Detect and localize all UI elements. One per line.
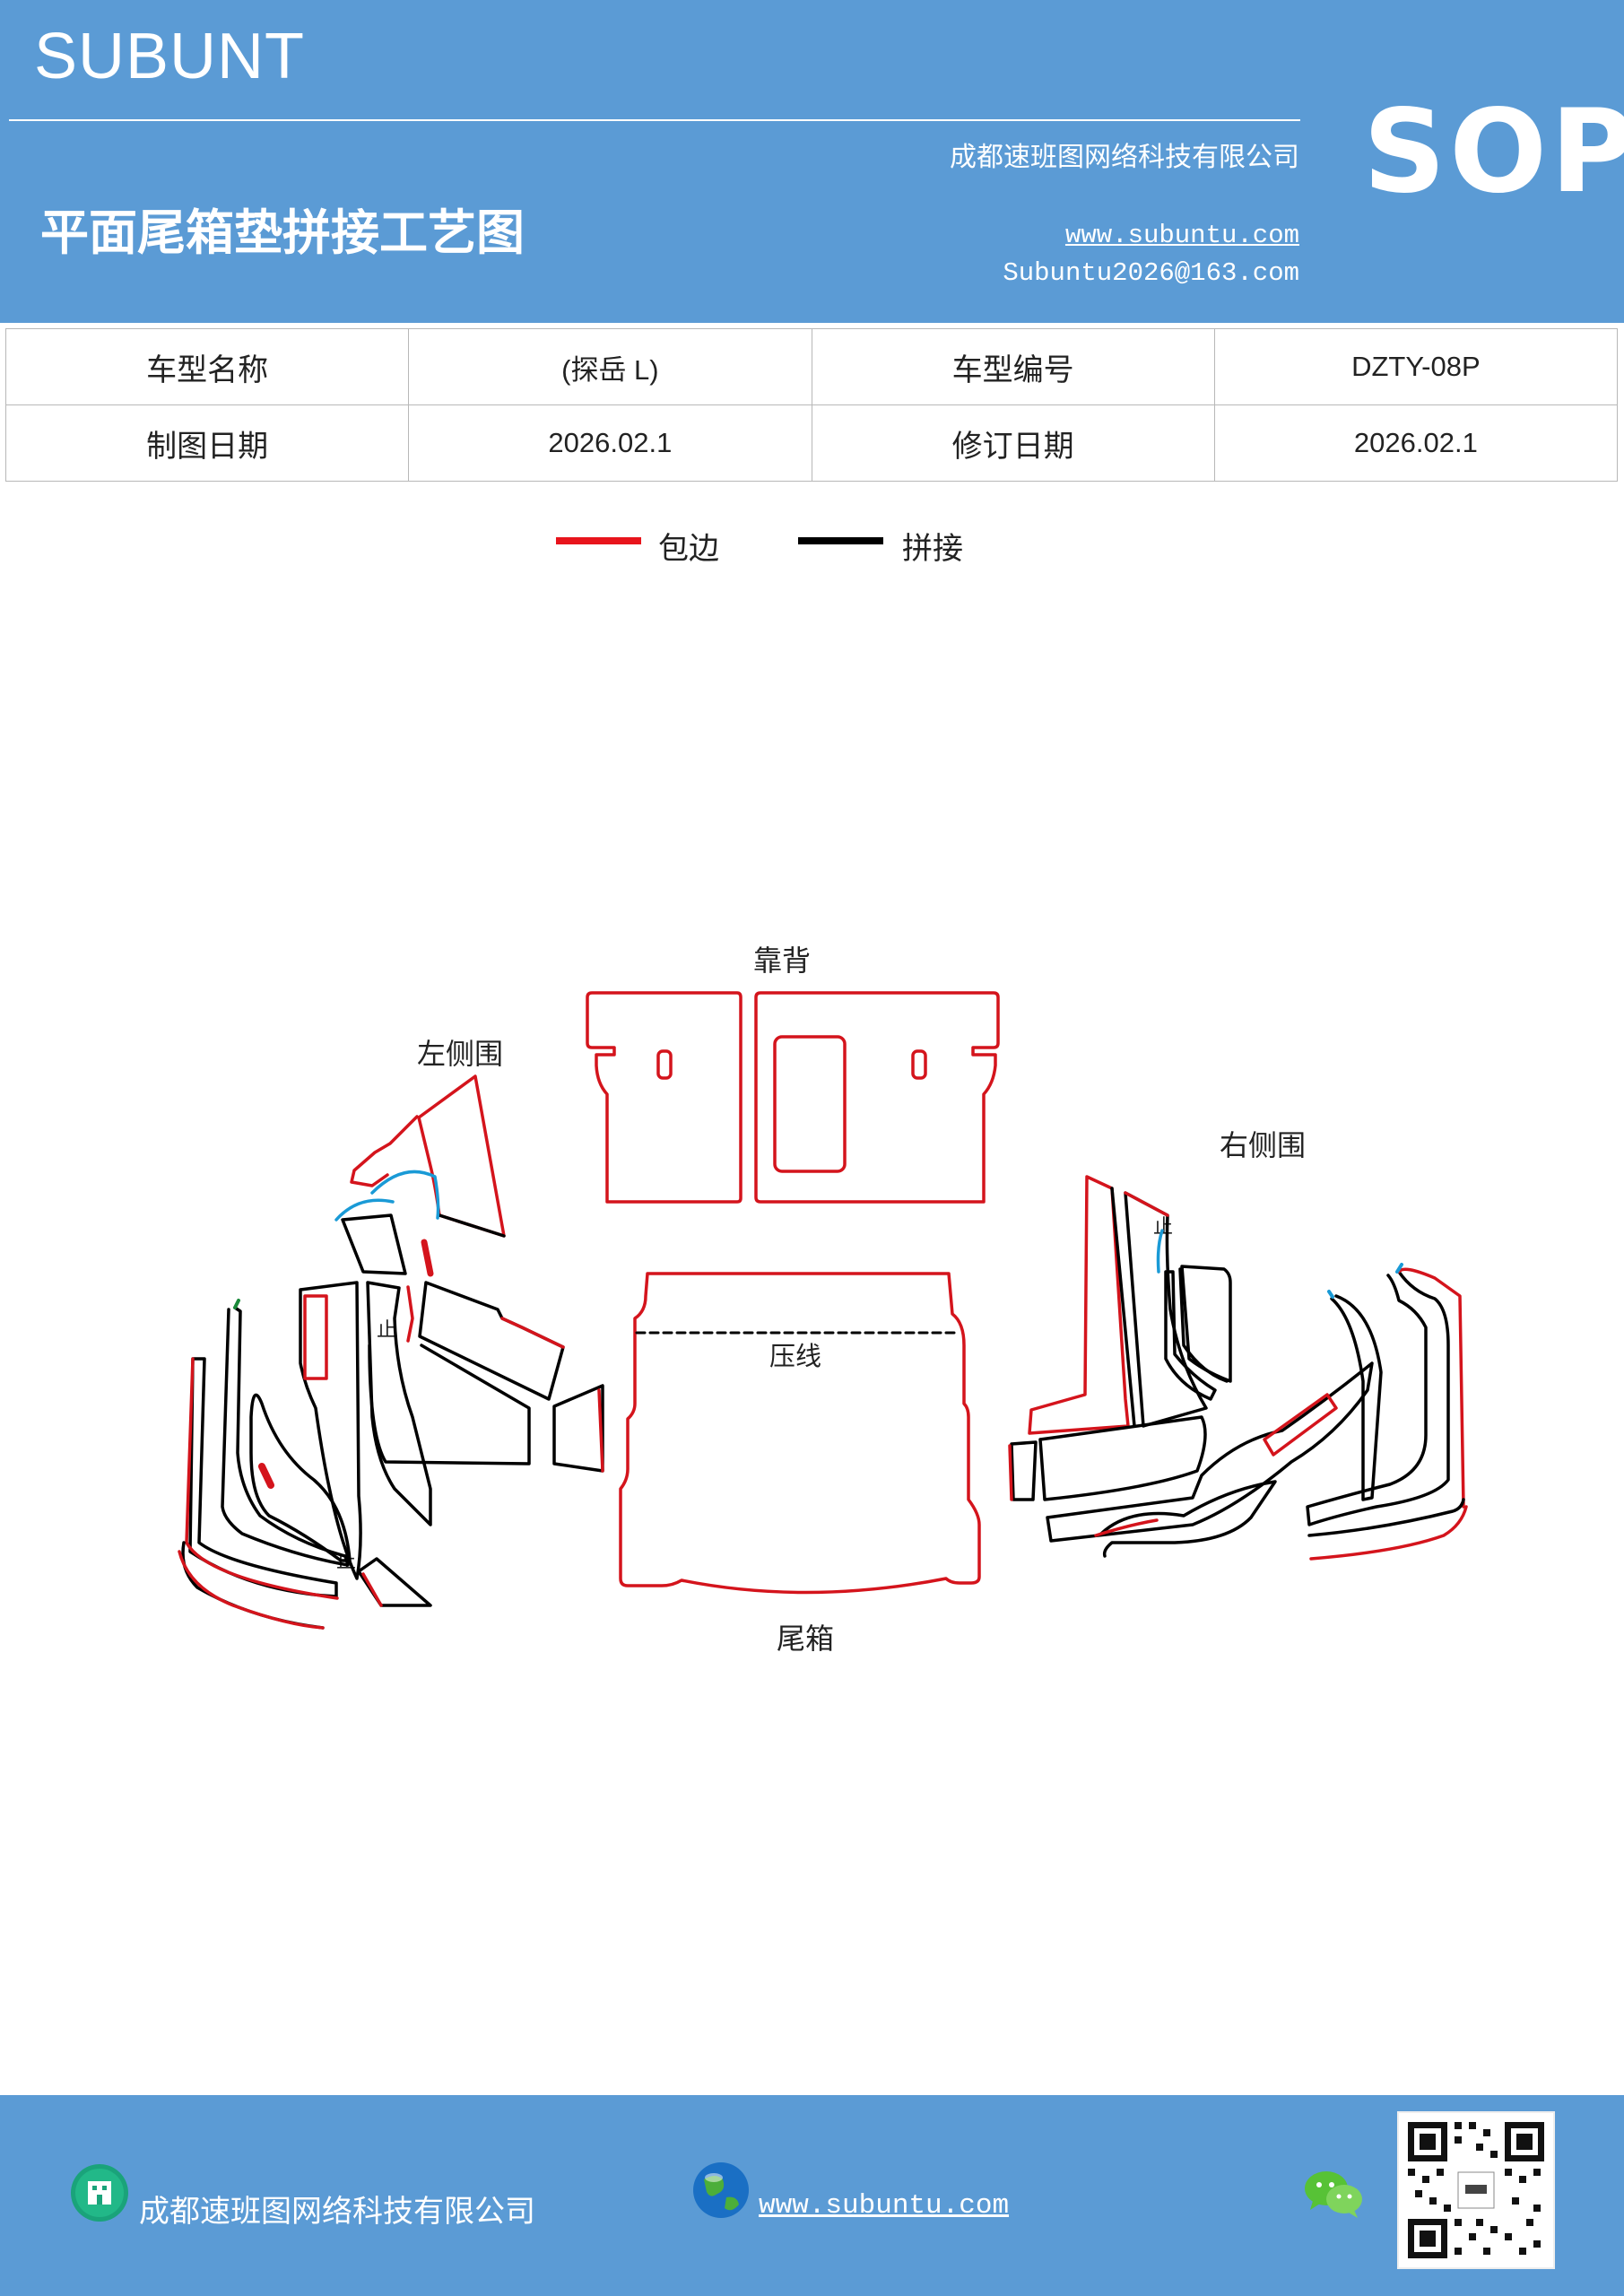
backrest-pieces <box>586 991 1000 1204</box>
right-tall-accent <box>1156 1229 1164 1274</box>
cell-draw-date-value: 2026.02.1 <box>408 404 812 482</box>
legend: 包边 拼接 <box>0 524 1624 569</box>
header-company: 成都速班图网络科技有限公司 <box>950 142 1299 173</box>
right-long-strip <box>1046 1361 1374 1543</box>
right-curved-piece <box>1099 1480 1277 1558</box>
header-banner: SUBUNT 成都速班图网络科技有限公司 平面尾箱垫拼接工艺图 www.subu… <box>0 0 1624 323</box>
cell-revise-date-value: 2026.02.1 <box>1213 404 1619 482</box>
left-lower-panel <box>368 1344 531 1465</box>
trunk-outline <box>619 1272 981 1595</box>
left-bottom-edge <box>178 1550 325 1630</box>
trunk-floor <box>619 1272 981 1595</box>
sop-badge: SOP <box>1363 85 1624 219</box>
left-curved-panel <box>249 1393 352 1562</box>
backrest-left-panel <box>586 991 743 1204</box>
left-upper-notch <box>350 1115 419 1187</box>
left-side-pieces <box>178 1074 604 1630</box>
left-pillar-panel <box>299 1281 362 1580</box>
left-mid-edge <box>406 1285 414 1343</box>
right-bottom-edge <box>1309 1505 1468 1561</box>
left-small-panel <box>341 1213 407 1275</box>
legend-edge-swatch <box>556 537 641 544</box>
left-triangle-seam <box>438 1213 506 1238</box>
header-email: Subuntu2026@163.com <box>1003 258 1299 288</box>
mark-stop-right: 止 <box>1153 1216 1173 1239</box>
legend-edge-label: 包边 <box>658 531 719 567</box>
left-upper-accent-2 <box>334 1198 395 1222</box>
left-outer-strip <box>188 1357 338 1598</box>
cell-model-name-value: (探岳 L) <box>408 328 812 405</box>
right-narrow-strip <box>1164 1270 1217 1401</box>
left-corner-edge <box>361 1572 383 1607</box>
cell-revise-date-label: 修订日期 <box>811 404 1215 482</box>
left-pillar-slot <box>303 1294 328 1380</box>
left-triangle-edge <box>417 1074 506 1238</box>
right-small-rect <box>1010 1440 1038 1501</box>
table-row: 制图日期 2026.02.1 修订日期 2026.02.1 <box>4 404 1619 482</box>
right-lower-panel <box>1038 1415 1207 1501</box>
right-arc-tip <box>1327 1290 1334 1299</box>
right-arc-strip <box>1330 1294 1383 1501</box>
right-pillar-seam <box>1110 1187 1136 1428</box>
left-wide-edge <box>500 1317 565 1349</box>
left-curved-slot <box>258 1463 274 1489</box>
footer-banner: 成都速班图网络科技有限公司 www.subuntu.com <box>0 2095 1624 2296</box>
brand-name: SUBUNT <box>34 21 306 92</box>
backrest-window <box>773 1035 847 1173</box>
left-strip-tip <box>233 1299 240 1309</box>
left-upper-accent <box>370 1170 440 1220</box>
right-small-rect-edge <box>1008 1444 1013 1501</box>
left-small-rect <box>552 1384 604 1473</box>
left-center-panel <box>366 1281 432 1526</box>
building-icon <box>71 2164 128 2222</box>
globe-icon <box>693 2162 749 2218</box>
right-outer-tip <box>1395 1263 1403 1274</box>
qr-code-icon <box>1408 2122 1544 2258</box>
right-side-pieces <box>1008 1175 1468 1561</box>
cell-model-code-value: DZTY-08P <box>1213 328 1619 405</box>
right-outer-panel <box>1306 1270 1450 1526</box>
right-curved-edge <box>1094 1518 1159 1537</box>
label-right-side: 右侧围 <box>1220 1128 1306 1162</box>
table-row: 车型名称 (探岳 L) 车型编号 DZTY-08P <box>4 328 1619 405</box>
label-trunk: 尾箱 <box>777 1622 834 1656</box>
right-strip-slot <box>1263 1393 1338 1457</box>
left-small-edge <box>421 1239 434 1277</box>
header-website-link[interactable]: www.subuntu.com <box>1064 221 1299 250</box>
trunk-mat-diagram: 靠背 左侧围 右侧围 尾箱 压线 止 止 止 <box>178 944 1468 1656</box>
right-box-panel <box>1180 1265 1232 1383</box>
left-corner-piece <box>357 1557 432 1607</box>
cell-model-code-label: 车型编号 <box>811 328 1215 405</box>
backrest-slot-right <box>911 1049 927 1080</box>
legend-seam-label: 拼接 <box>902 531 963 567</box>
legend-seam-swatch <box>798 537 883 544</box>
footer-company: 成都速班图网络科技有限公司 <box>139 2194 535 2230</box>
mark-stop-left: 止 <box>377 1319 396 1342</box>
left-long-strip <box>221 1306 350 1567</box>
vehicle-info-table: 车型名称 (探岳 L) 车型编号 DZTY-08P 制图日期 2026.02.1… <box>4 328 1619 482</box>
left-outer-edge <box>185 1357 339 1600</box>
qr-code <box>1397 2111 1555 2269</box>
wechat-icon[interactable] <box>1302 2167 1365 2221</box>
header-divider <box>9 119 1300 121</box>
cell-model-name-label: 车型名称 <box>4 328 410 405</box>
cell-draw-date-label: 制图日期 <box>4 404 410 482</box>
backrest-right-panel <box>754 991 1000 1204</box>
backrest-slot-left <box>656 1049 673 1080</box>
left-wide-panel <box>418 1281 565 1401</box>
right-outer-edge <box>1397 1267 1465 1509</box>
label-backrest: 靠背 <box>753 944 811 978</box>
left-small-rect-edge <box>597 1388 604 1473</box>
footer-website-link[interactable]: www.subuntu.com <box>759 2190 1010 2222</box>
label-press-line: 压线 <box>769 1341 821 1371</box>
document-title: 平面尾箱垫拼接工艺图 <box>40 204 525 261</box>
right-tall-edge <box>1124 1191 1169 1217</box>
right-bottom-strip <box>1307 1498 1465 1537</box>
label-left-side: 左侧围 <box>417 1037 503 1071</box>
